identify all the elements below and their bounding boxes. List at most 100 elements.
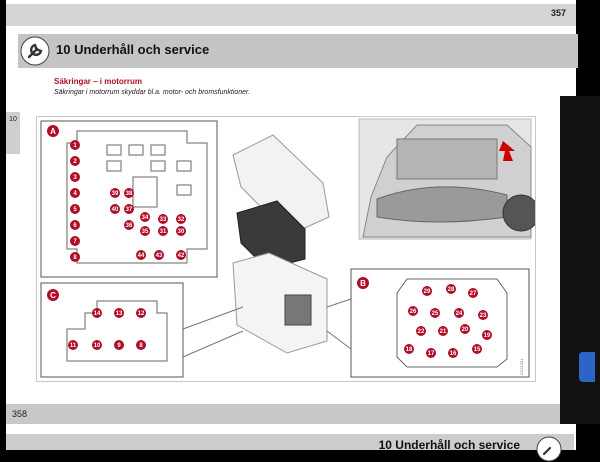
fuse-number-badge: 8 bbox=[70, 252, 80, 262]
fuse-number-badge: 23 bbox=[478, 310, 488, 320]
section-title: Säkringar – i motorrum bbox=[54, 77, 143, 86]
fuse-number: 8 bbox=[73, 255, 77, 261]
fuse-number: 7 bbox=[73, 239, 77, 245]
fuse-number: 37 bbox=[126, 207, 133, 213]
fuse-number-badge: 31 bbox=[158, 226, 168, 236]
fuse-number: 24 bbox=[456, 311, 463, 317]
fuse-number-badge: 28 bbox=[446, 284, 456, 294]
fuse-number-badge: 32 bbox=[176, 214, 186, 224]
fuse-number-badge: 15 bbox=[472, 344, 482, 354]
fuse-number: 44 bbox=[138, 253, 145, 259]
fuse-number-badge: 19 bbox=[482, 330, 492, 340]
panel-c-frame bbox=[40, 282, 184, 378]
fuse-number-badge: 37 bbox=[124, 204, 134, 214]
fuse-number-badge: 20 bbox=[460, 324, 470, 334]
fuse-number: 3 bbox=[73, 175, 77, 181]
next-chapter-title: 10 Underhåll och service bbox=[378, 438, 520, 452]
panel-a-layout bbox=[66, 130, 208, 264]
wrench-icon bbox=[536, 436, 562, 462]
fuse-number: 32 bbox=[178, 217, 185, 223]
fuse-number: 38 bbox=[126, 191, 133, 197]
section-description: Säkringar i motorrum skyddar bl.a. motor… bbox=[54, 89, 251, 96]
fuse-number: 8 bbox=[139, 343, 143, 349]
fuse-number: 39 bbox=[112, 191, 119, 197]
fuse-number: 9 bbox=[117, 343, 121, 349]
fuse-number-badge: 30 bbox=[176, 226, 186, 236]
fuse-number-badge: 21 bbox=[438, 326, 448, 336]
fuse-number-badge: 40 bbox=[110, 204, 120, 214]
fuse-number: 25 bbox=[432, 311, 439, 317]
fuse-number: 11 bbox=[70, 343, 77, 349]
fuse-number-badge: 8 bbox=[136, 340, 146, 350]
figure-code: G021051 bbox=[519, 358, 524, 375]
fuse-number-badge: 34 bbox=[140, 212, 150, 222]
fuse-box-cover bbox=[232, 134, 330, 236]
fuse-number: 22 bbox=[418, 329, 425, 335]
fuse-number: 23 bbox=[480, 313, 487, 319]
fuse-number: 6 bbox=[73, 223, 77, 229]
callout-label: A bbox=[50, 127, 56, 136]
fuse-number: 33 bbox=[160, 217, 167, 223]
leader-line bbox=[182, 306, 244, 358]
fuse-number-badge: 3 bbox=[70, 172, 80, 182]
fuse-number-badge: 36 bbox=[124, 220, 134, 230]
fuse-box-base bbox=[232, 252, 328, 354]
fuse-number-badge: 42 bbox=[176, 250, 186, 260]
fuse-number: 40 bbox=[112, 207, 119, 213]
fuse-number: 10 bbox=[94, 343, 101, 349]
fuse-number: 43 bbox=[156, 253, 163, 259]
fuse-number: 35 bbox=[142, 229, 149, 235]
fuse-number: 13 bbox=[116, 311, 123, 317]
fuse-number: 19 bbox=[484, 333, 491, 339]
fuse-number: 21 bbox=[440, 329, 447, 335]
fuse-number-badge: 11 bbox=[68, 340, 78, 350]
callout-label: B bbox=[360, 279, 366, 288]
fuse-number-badge: 39 bbox=[110, 188, 120, 198]
fuse-number: 42 bbox=[178, 253, 185, 259]
page-number: 358 bbox=[12, 409, 28, 419]
callout-badge bbox=[47, 289, 59, 301]
fuse-number: 1 bbox=[73, 143, 77, 149]
wrench-icon bbox=[20, 36, 50, 66]
fuse-number-badge: 18 bbox=[404, 344, 414, 354]
fuse-number: 16 bbox=[450, 351, 457, 357]
fuse-number: 2 bbox=[73, 159, 77, 165]
fuse-number-badge: 26 bbox=[408, 306, 418, 316]
fuse-number-badge: 7 bbox=[70, 236, 80, 246]
fuse-number-badge: 22 bbox=[416, 326, 426, 336]
chapter-title: 10 Underhåll och service bbox=[56, 42, 210, 57]
chapter-header: 10 Underhåll och service bbox=[18, 34, 578, 68]
fuse-number: 29 bbox=[424, 289, 431, 295]
fuse-number: 4 bbox=[73, 191, 77, 197]
fuse-number-badge: 2 bbox=[70, 156, 80, 166]
page-scroll-handle[interactable] bbox=[579, 352, 595, 382]
fuse-number-badge: 9 bbox=[114, 340, 124, 350]
fuse-number: 27 bbox=[470, 291, 477, 297]
fuse-number: 34 bbox=[142, 215, 149, 221]
fuse-number: 17 bbox=[428, 351, 435, 357]
location-arrow-icon bbox=[499, 141, 515, 161]
fuse-number: 31 bbox=[160, 229, 167, 235]
fuse-number-badge: 29 bbox=[422, 286, 432, 296]
fuse-number-badge: 33 bbox=[158, 214, 168, 224]
fuse-number-badge: 14 bbox=[92, 308, 102, 318]
fuse-number: 15 bbox=[474, 347, 481, 353]
previous-page-footer: 357 bbox=[6, 4, 576, 26]
next-page-header: 10 Underhåll och service bbox=[6, 434, 574, 462]
fuse-number-badge: 6 bbox=[70, 220, 80, 230]
fuse-number-badge: 27 bbox=[468, 288, 478, 298]
fuse-number: 18 bbox=[406, 347, 413, 353]
engine-area bbox=[396, 138, 498, 180]
callout-badge bbox=[47, 125, 59, 137]
fuse-number-badge: 13 bbox=[114, 308, 124, 318]
fuse-number-badge: 43 bbox=[154, 250, 164, 260]
fuse-number-badge: 38 bbox=[124, 188, 134, 198]
fuse-box-block bbox=[284, 294, 312, 326]
fuse-number-badge: 10 bbox=[92, 340, 102, 350]
fuse-number: 26 bbox=[410, 309, 417, 315]
fuse-box-top bbox=[236, 200, 306, 270]
chapter-side-tab: 10 bbox=[6, 112, 20, 154]
fuse-number-badge: 25 bbox=[430, 308, 440, 318]
fuse-number-badge: 35 bbox=[140, 226, 150, 236]
